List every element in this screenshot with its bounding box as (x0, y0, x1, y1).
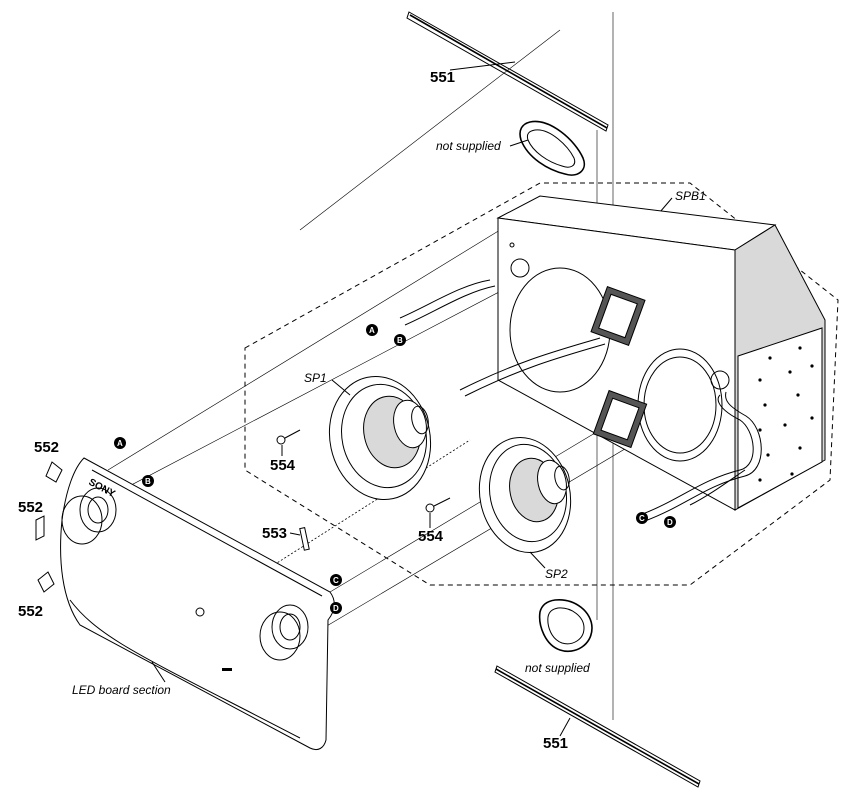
trim-strip-551-bottom (494, 665, 701, 788)
label-spb1: SPB1 (675, 189, 706, 203)
svg-text:A: A (117, 439, 123, 448)
pad-552-b (35, 515, 45, 541)
trim-strip-551-top (406, 11, 609, 132)
label-not-supplied-bottom: not supplied (525, 661, 590, 675)
pad-552-c (37, 571, 55, 593)
part-label-552-c: 552 (18, 603, 43, 620)
speaker-sp2 (478, 437, 572, 553)
svg-text:D: D (333, 604, 339, 613)
screw-554-b (425, 497, 451, 513)
svg-text:C: C (639, 514, 645, 523)
connector-marker-a-grille: A (114, 437, 126, 449)
part-label-553: 553 (262, 525, 287, 542)
part-label-552-b: 552 (18, 499, 43, 516)
label-not-supplied-top: not supplied (436, 139, 501, 153)
svg-text:B: B (145, 477, 151, 486)
gasket-top (519, 120, 585, 176)
svg-text:C: C (333, 576, 339, 585)
connector-marker-b-grille: B (142, 475, 154, 487)
connector-marker-b-box: B (394, 334, 406, 346)
svg-text:B: B (397, 336, 403, 345)
label-led-board-section: LED board section (72, 683, 171, 697)
screw-554-a (276, 429, 301, 445)
speaker-box-spb1 (496, 195, 826, 511)
part-label-552-a: 552 (34, 439, 59, 456)
svg-text:A: A (369, 326, 375, 335)
part-label-554-b: 554 (418, 528, 444, 545)
connector-marker-d-grille: D (330, 602, 342, 614)
connector-marker-c-grille: C (330, 574, 342, 586)
part-553-rod (299, 527, 310, 551)
connector-marker-a-box: A (366, 324, 378, 336)
label-sp1: SP1 (304, 371, 327, 385)
svg-text:D: D (667, 518, 673, 527)
spb1-boundary (244, 182, 839, 586)
pad-552-a (45, 461, 63, 483)
speaker-wires (399, 279, 762, 522)
speaker-sp1 (328, 375, 432, 501)
part-label-554-a: 554 (270, 457, 296, 474)
label-sp2: SP2 (545, 567, 568, 581)
connector-marker-c-box: C (636, 512, 648, 524)
gasket-bottom (538, 599, 593, 652)
connector-marker-d-box: D (664, 516, 676, 528)
part-label-551-top: 551 (430, 69, 455, 86)
front-grille-panel: SONY (60, 457, 335, 751)
part-label-551-bottom: 551 (543, 735, 568, 752)
